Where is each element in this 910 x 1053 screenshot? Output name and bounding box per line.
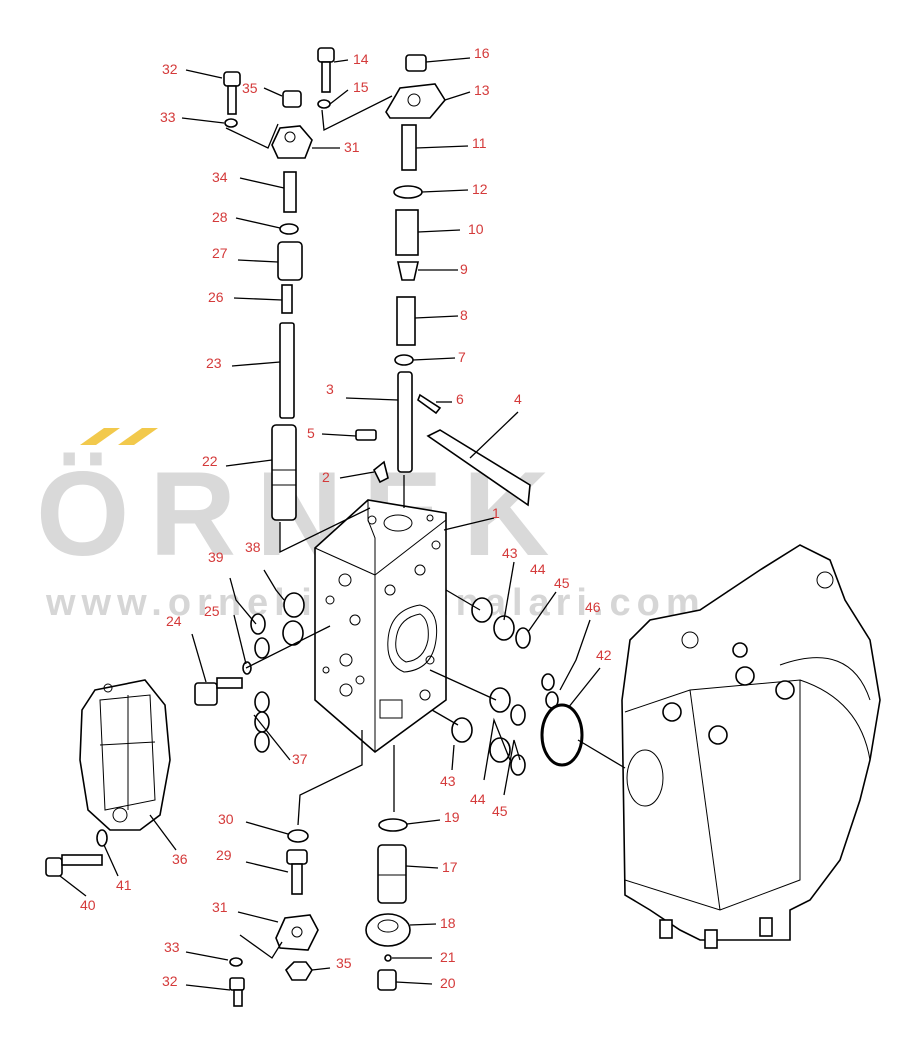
callout-31-lower: 31 [212,899,228,915]
callout-19: 19 [444,809,460,825]
leader-lines [59,57,626,991]
upper-left-stack [223,71,313,521]
lower-parts [45,818,411,1007]
callout-35: 35 [242,80,258,96]
callout-15: 15 [353,79,369,95]
callout-42: 42 [596,647,612,663]
right-fittings [451,597,584,776]
callout-17: 17 [442,859,458,875]
callout-32: 32 [162,61,178,77]
callout-37: 37 [292,751,308,767]
callout-9: 9 [460,261,468,277]
callout-labels: 32 35 33 31 14 15 16 13 11 12 10 9 8 7 3… [80,45,612,991]
callout-21: 21 [440,949,456,965]
callout-13: 13 [474,82,490,98]
callout-3: 3 [326,381,334,397]
callout-38: 38 [245,539,261,555]
callout-44-upper: 44 [530,561,546,577]
callout-30: 30 [218,811,234,827]
callout-20: 20 [440,975,456,991]
callout-16: 16 [474,45,490,61]
callout-22: 22 [202,453,218,469]
callout-2: 2 [322,469,330,485]
callout-12: 12 [472,181,488,197]
cover-plate [79,679,171,831]
callout-41: 41 [116,877,132,893]
valve-body [314,499,447,754]
callout-32-lower: 32 [162,973,178,989]
callout-40: 40 [80,897,96,913]
callout-43-upper: 43 [502,545,518,561]
callout-5: 5 [307,425,315,441]
callout-31: 31 [344,139,360,155]
left-fittings [194,592,305,753]
callout-39: 39 [208,549,224,565]
callout-4: 4 [514,391,522,407]
callout-14: 14 [353,51,369,67]
callout-43-lower: 43 [440,773,456,789]
pump-housing [621,544,881,949]
callout-11: 11 [472,135,487,151]
callout-35-lower: 35 [336,955,352,971]
callout-25: 25 [204,603,220,619]
callout-29: 29 [216,847,232,863]
callout-45-lower: 45 [492,803,508,819]
callout-45-upper: 45 [554,575,570,591]
callout-28: 28 [212,209,228,225]
callout-36: 36 [172,851,188,867]
callout-8: 8 [460,307,468,323]
callout-10: 10 [468,221,484,237]
callout-18: 18 [440,915,456,931]
callout-1: 1 [492,505,500,521]
callout-33: 33 [160,109,176,125]
callout-33-lower: 33 [164,939,180,955]
callout-24: 24 [166,613,182,629]
callout-23: 23 [206,355,222,371]
callout-34: 34 [212,169,228,185]
callout-7: 7 [458,349,466,365]
callout-27: 27 [212,245,228,261]
callout-44-lower: 44 [470,791,486,807]
callout-46: 46 [585,599,601,615]
callout-6: 6 [456,391,464,407]
callout-26: 26 [208,289,224,305]
